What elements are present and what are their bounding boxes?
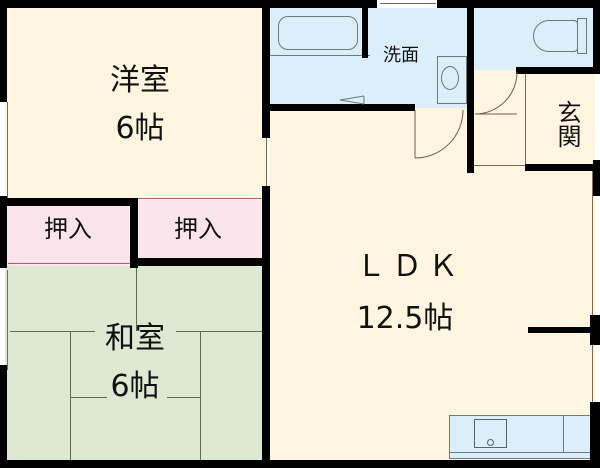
bathtub: [278, 16, 358, 50]
tatami-line: [176, 331, 264, 332]
bath-door: [339, 95, 365, 105]
kitchen-sink: [474, 419, 507, 448]
tatami-line: [70, 332, 71, 462]
entrance-step: [525, 70, 526, 170]
wall: [262, 0, 270, 138]
tatami-line: [71, 397, 107, 398]
tatami-line: [200, 332, 201, 462]
wall: [593, 0, 600, 73]
wall: [0, 365, 7, 468]
window-mid-upper: [266, 138, 267, 186]
tatami-line: [167, 397, 200, 398]
wall: [516, 67, 600, 74]
wall: [270, 104, 415, 111]
kitchen-drain: [487, 439, 494, 446]
tatami-line: [10, 331, 95, 332]
wall: [528, 327, 600, 333]
door-swing-entrance: [474, 71, 518, 115]
western-room-name: 洋室: [110, 63, 170, 98]
western-room: [5, 8, 267, 204]
tatami-line: [136, 267, 137, 331]
wall: [0, 198, 138, 206]
wash-basin-bowl: [441, 66, 459, 90]
wall: [525, 164, 600, 171]
closet-left-label: 押入: [44, 215, 92, 243]
wall: [0, 0, 377, 8]
entrance-label: 玄関: [553, 100, 581, 148]
ldk-name: ＬＤＫ: [356, 249, 464, 284]
wall: [590, 402, 600, 468]
closet-right: [135, 200, 265, 265]
western-room-size: 6帖: [115, 111, 165, 146]
japanese-room-size: 6帖: [110, 369, 160, 404]
washroom-label: 洗面: [383, 45, 419, 66]
kitchen-counter-divider: [563, 415, 564, 453]
wall: [437, 0, 600, 8]
wall: [0, 196, 7, 268]
wall: [593, 160, 600, 196]
wall: [590, 315, 600, 345]
entrance-step: [473, 165, 525, 166]
wall: [0, 0, 7, 102]
japanese-room-name: 和室: [105, 321, 165, 356]
door-swing-ldk: [414, 109, 464, 159]
toilet-tank: [577, 18, 587, 54]
closet-right-label: 押入: [174, 215, 222, 243]
ldk-size: 12.5帖: [356, 301, 454, 336]
washroom: [370, 8, 470, 108]
closet-left: [5, 205, 135, 267]
wall: [262, 186, 270, 468]
wall: [130, 198, 138, 268]
toilet-bowl: [533, 20, 578, 52]
wall: [467, 8, 474, 173]
closet-rail: [8, 263, 134, 264]
wall: [135, 258, 270, 266]
ldk-room: [270, 108, 595, 463]
window-left-upper: [7, 102, 8, 198]
window-top: [380, 3, 436, 4]
window-left-lower: [7, 270, 8, 370]
bath-divider: [270, 55, 370, 56]
kitchen-counter-edge: [449, 452, 591, 453]
wall: [0, 460, 600, 468]
wash-basin: [437, 56, 467, 104]
wall: [362, 8, 368, 58]
closet-rail: [135, 198, 265, 199]
